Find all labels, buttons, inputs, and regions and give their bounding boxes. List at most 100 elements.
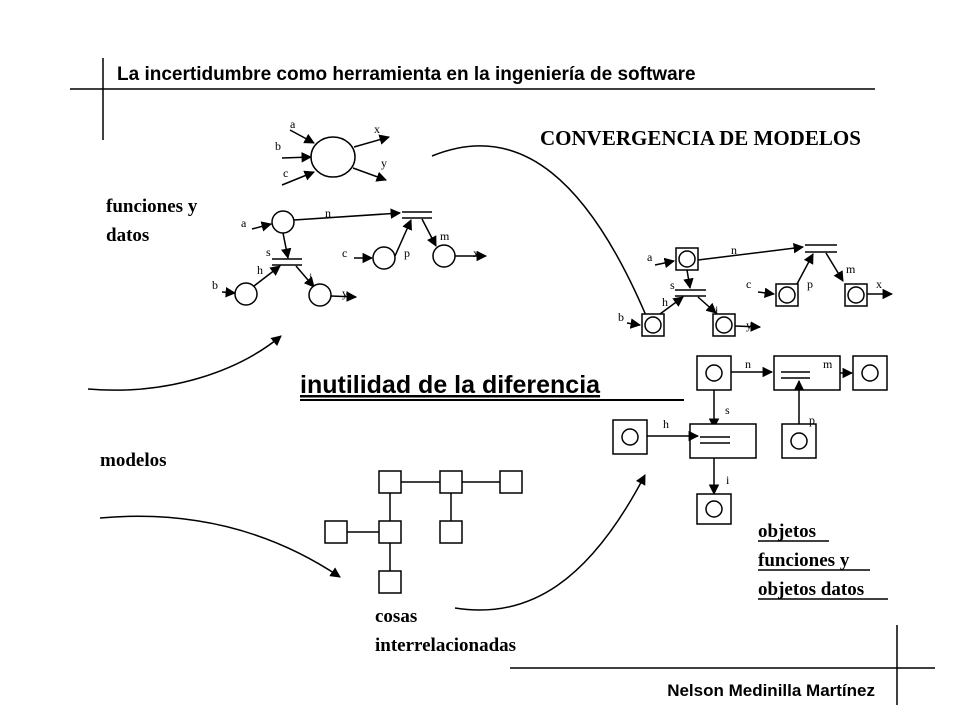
label-a2: a — [241, 216, 247, 230]
label-a: a — [290, 117, 296, 131]
object-box-bottom-circle — [705, 500, 723, 518]
label-c2: c — [342, 246, 347, 260]
label-p: p — [404, 246, 410, 260]
olabel-n: n — [745, 357, 751, 371]
slide-title: La incertidumbre como herramienta en la … — [117, 64, 696, 85]
cflow-h — [659, 296, 684, 315]
process-bubble — [310, 136, 356, 178]
object-store-m — [773, 355, 841, 391]
flow-s — [280, 232, 292, 260]
label-c: c — [283, 166, 288, 180]
flow-b — [281, 152, 313, 163]
label-i: i — [309, 270, 313, 284]
thing-box-3 — [499, 470, 523, 494]
flow-i — [295, 265, 315, 288]
flow-y2 — [330, 291, 358, 302]
label-funciones-y: funciones y — [106, 196, 198, 217]
process-node-a — [271, 210, 295, 234]
label-datos: datos — [106, 225, 149, 246]
flow-m — [421, 218, 437, 247]
label-funciones-y-2: funciones y — [758, 550, 850, 571]
thing-box-7 — [378, 570, 402, 594]
olabel-h: h — [663, 417, 669, 431]
frame-lines — [70, 58, 935, 705]
thing-box-4 — [324, 520, 348, 544]
curve-arrow-convergence — [431, 145, 652, 326]
object-node-c-circle — [778, 286, 796, 304]
label-modelos: modelos — [100, 450, 167, 471]
label-y2: y — [342, 286, 348, 300]
label-cosas: cosas — [375, 606, 417, 627]
clabel-n: n — [731, 243, 737, 257]
label-x: x — [374, 122, 380, 136]
data-flow-diagram: a n s h i b y c p m x — [212, 206, 488, 307]
footer-author: Nelson Medinilla Martínez — [667, 681, 875, 700]
label-objetos-datos: objetos datos — [758, 579, 864, 600]
flow-p — [394, 219, 412, 257]
olabel-m: m — [823, 357, 833, 371]
object-node-a-circle — [678, 250, 696, 268]
flow-a — [289, 129, 315, 144]
label-y: y — [381, 156, 387, 170]
clabel-h: h — [662, 295, 668, 309]
clabel-p: p — [807, 277, 813, 291]
label-m: m — [440, 229, 450, 243]
object-node-b-circle — [644, 316, 662, 334]
cflow-into-c — [757, 287, 776, 299]
thing-box-1 — [378, 470, 402, 494]
object-box-left-circle — [621, 428, 639, 446]
cflow-y — [734, 321, 762, 332]
olabel-p: p — [809, 413, 815, 427]
label-interrelacionadas: interrelacionadas — [375, 635, 516, 656]
thing-box-2 — [439, 470, 463, 494]
process-bubble-diagram: a b c x y — [275, 117, 391, 186]
clabel-x: x — [876, 277, 882, 291]
interconnected-things-diagram — [324, 470, 523, 594]
process-node-m — [432, 244, 456, 268]
cflow-p — [796, 253, 814, 285]
flow-n — [293, 208, 402, 221]
flow-into-b — [221, 287, 237, 298]
cflow-m — [825, 252, 844, 282]
curve-arrow-objects — [454, 474, 646, 611]
cflow-s — [683, 269, 694, 290]
flow-h — [253, 265, 281, 287]
object-box-right-circle — [861, 364, 879, 382]
clabel-i: i — [715, 303, 719, 317]
curve-arrow-models-down — [99, 515, 341, 578]
clabel-y: y — [746, 318, 752, 332]
clabel-a: a — [647, 250, 653, 264]
curve-arrow-models-up — [87, 335, 282, 391]
clabel-m: m — [846, 262, 856, 276]
object-node-m-circle — [847, 286, 865, 304]
clabel-s: s — [670, 278, 675, 292]
label-objetos: objetos — [758, 521, 816, 542]
object-box-top-circle — [705, 364, 723, 382]
label-b2: b — [212, 278, 218, 292]
label-objetos-group: objetos funciones y objetos datos — [758, 521, 888, 600]
converged-dfd-diagram: a n s h i b y c p m x — [618, 242, 894, 337]
section-title: CONVERGENCIA DE MODELOS — [540, 126, 861, 150]
object-box-p-circle — [790, 432, 808, 450]
object-node-i-circle — [715, 316, 733, 334]
object-store-s — [689, 423, 757, 459]
cflow-i — [697, 296, 717, 314]
flow-into-a — [251, 221, 273, 232]
heading-inutilidad: inutilidad de la diferencia — [300, 371, 601, 399]
label-s: s — [266, 245, 271, 259]
flow-y — [352, 167, 387, 182]
process-node-i — [308, 283, 332, 307]
olabel-i: i — [726, 473, 730, 487]
label-b: b — [275, 139, 281, 153]
cflow-into-b — [626, 318, 642, 329]
label-h: h — [257, 263, 263, 277]
flow-c — [281, 170, 315, 186]
label-n: n — [325, 206, 331, 220]
olabel-s: s — [725, 403, 730, 417]
object-diagram: n m s p h i — [612, 355, 888, 525]
thing-box-6 — [439, 520, 463, 544]
process-node-c — [372, 246, 396, 270]
label-x2: x — [473, 246, 479, 260]
